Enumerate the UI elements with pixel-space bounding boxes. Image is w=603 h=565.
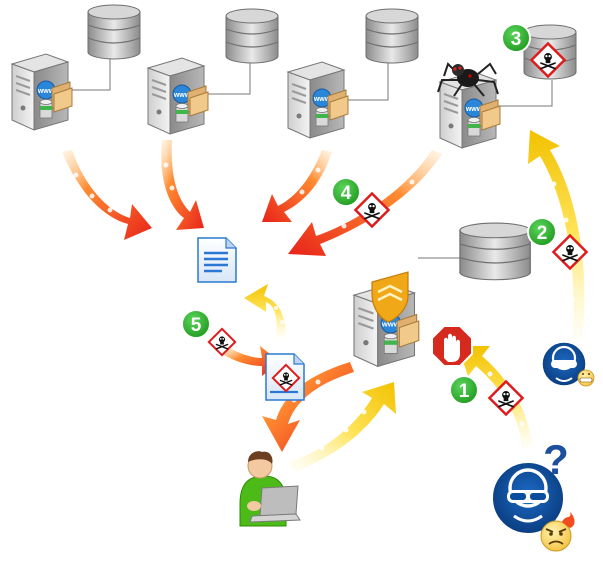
server-icon xyxy=(147,57,209,135)
question-mark: ? xyxy=(543,436,569,483)
step-badge-3: 3 xyxy=(501,23,531,53)
yellow-arrow-goggles xyxy=(528,130,585,340)
red-arrow-1 xyxy=(62,150,152,240)
red-arrow-4 xyxy=(288,150,442,256)
step-number: 4 xyxy=(341,183,352,204)
step-badge-5: 5 xyxy=(181,309,211,339)
database-icon xyxy=(459,222,532,281)
goggles-icon xyxy=(541,341,587,387)
yellow-arrow-doc xyxy=(244,284,286,338)
user-laptop-icon xyxy=(239,451,301,527)
arrows xyxy=(62,130,585,472)
red-arrow-to-user xyxy=(262,362,354,452)
goggles-icon xyxy=(491,461,565,535)
step-number: 3 xyxy=(511,29,522,50)
database-icon xyxy=(225,8,279,64)
step-number: 5 xyxy=(191,315,202,336)
database-icon xyxy=(365,8,419,64)
server-icon xyxy=(11,53,73,131)
step-number: 2 xyxy=(537,223,548,244)
yellow-arrow-user-server xyxy=(290,382,396,472)
spider-icon xyxy=(437,62,499,97)
shield-icon xyxy=(371,271,409,323)
step-badge-2: 2 xyxy=(527,217,557,247)
document-icon xyxy=(197,237,237,283)
red-arrow-3 xyxy=(262,150,332,222)
stop-hand-icon xyxy=(431,325,473,367)
red-arrow-2 xyxy=(161,140,204,230)
grinning-face-icon xyxy=(577,369,595,387)
database-icon xyxy=(87,4,141,60)
poisoned-document-icon xyxy=(265,353,305,401)
step-badge-4: 4 xyxy=(331,177,361,207)
angry-face-icon xyxy=(540,512,575,552)
step-badge-1: 1 xyxy=(449,375,479,405)
connector-lines xyxy=(68,56,553,259)
server-icon xyxy=(287,61,349,139)
step-number: 1 xyxy=(459,381,470,402)
